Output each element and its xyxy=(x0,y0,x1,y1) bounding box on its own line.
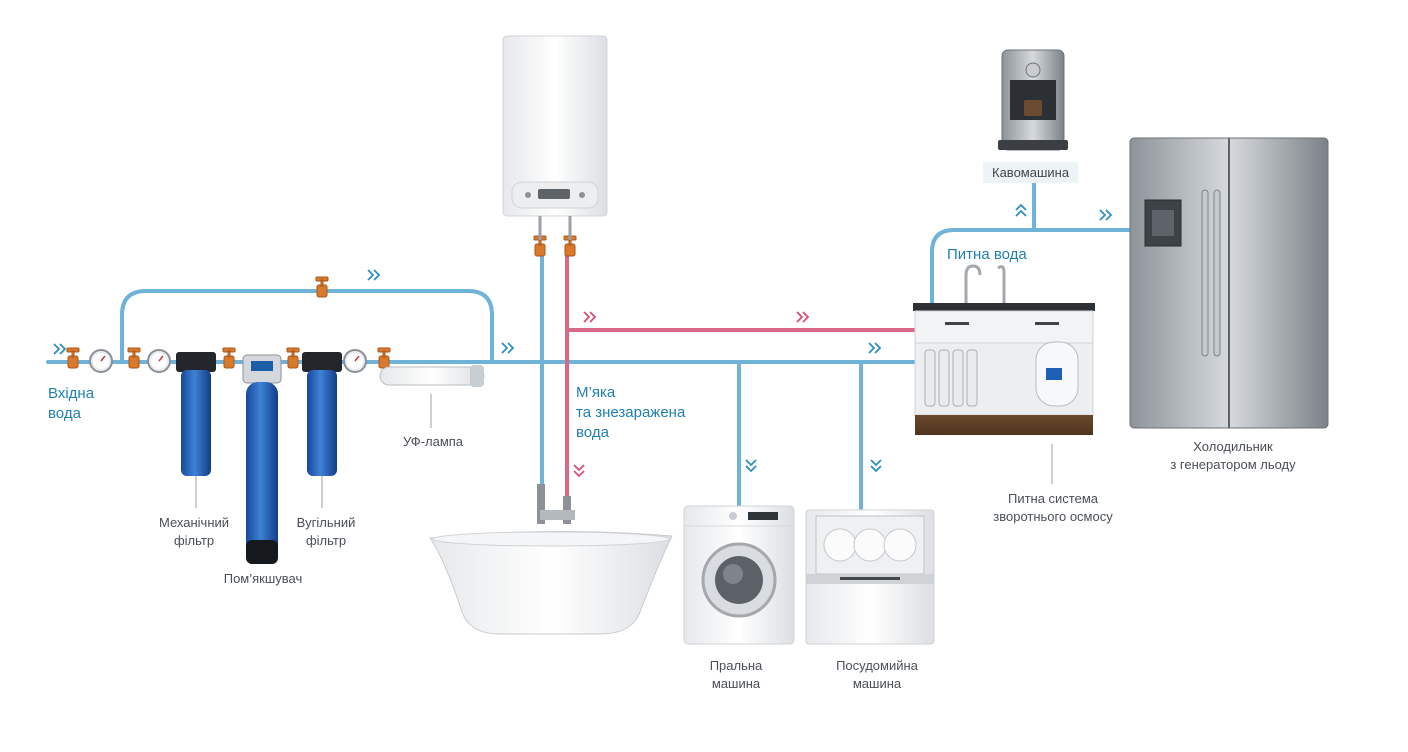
ro-system-label: Питна система зворотнього осмосу xyxy=(993,491,1113,524)
chevron-down-icon xyxy=(573,464,585,478)
washing-machine-label: Пральна машина xyxy=(709,658,763,691)
drinking-water-label: Питна вода xyxy=(947,246,1027,263)
carbon-filter xyxy=(302,352,342,508)
refrigerator xyxy=(1129,137,1329,429)
uv-lamp xyxy=(379,365,485,428)
hot-pipes xyxy=(565,248,917,514)
reverse-osmosis-system xyxy=(913,264,1095,484)
carbon-filter-label: Вугільний фільтр xyxy=(296,515,356,548)
chevron-down-icon xyxy=(745,459,882,473)
coffee-machine xyxy=(998,49,1068,151)
chevron-right-icon xyxy=(583,311,810,323)
bathtub xyxy=(429,484,673,635)
refrigerator-label: Холодильник з генератором льоду xyxy=(1170,439,1296,472)
softener-label: Пом’якшувач xyxy=(223,571,303,586)
valve-icon xyxy=(66,235,577,369)
mechanical-filter xyxy=(176,352,216,508)
washing-machine xyxy=(683,505,795,645)
soft-water-label: М’яка та знезаражена вода xyxy=(576,384,686,441)
chevron-right-icon xyxy=(53,209,1113,355)
pressure-gauge-icon xyxy=(89,349,367,373)
uv-lamp-label: УФ-лампа xyxy=(402,434,464,449)
chevron-up-icon xyxy=(1015,203,1027,217)
coffee-machine-label: Кавомашина xyxy=(983,162,1079,183)
softener xyxy=(242,354,282,564)
dishwasher-label: Посудомийна машина xyxy=(836,658,918,691)
boiler xyxy=(502,35,608,240)
inlet-label: Вхідна вода xyxy=(48,385,95,422)
dishwasher xyxy=(805,509,935,645)
mechanical-filter-label: Механічний фільтр xyxy=(158,515,230,548)
